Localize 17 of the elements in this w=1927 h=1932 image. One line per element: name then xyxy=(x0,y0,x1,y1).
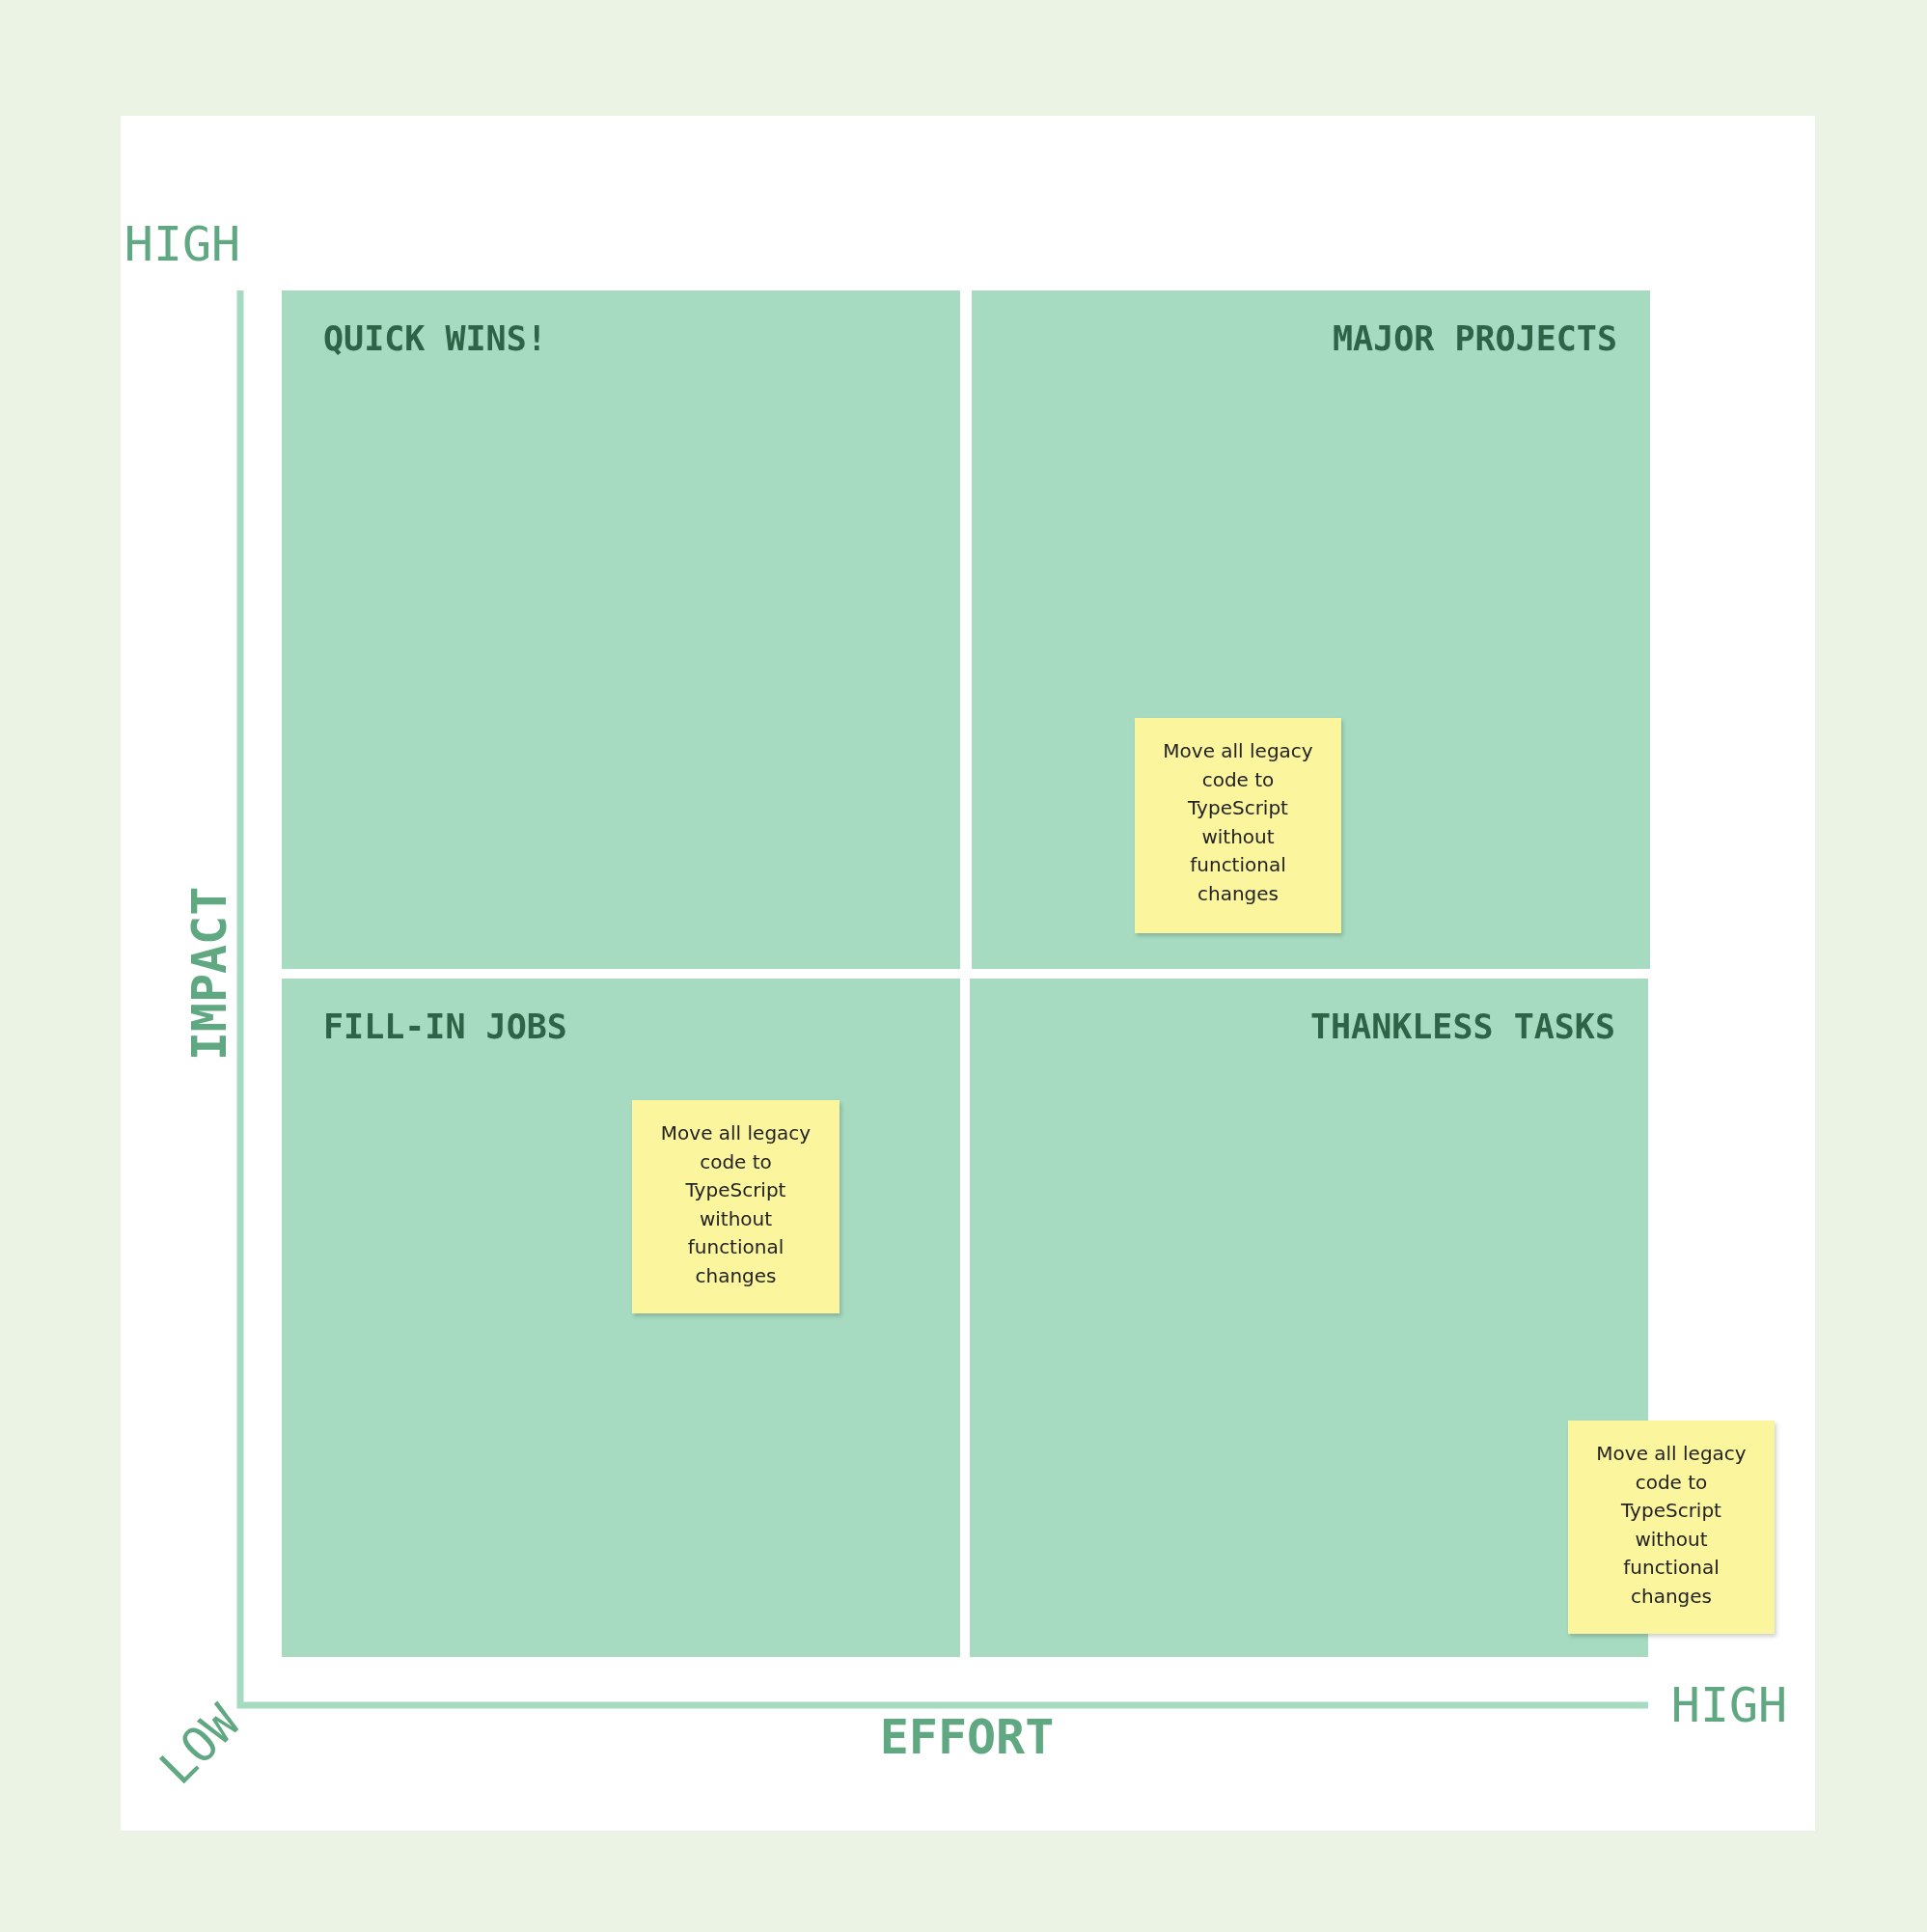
axis-value: HIGH xyxy=(124,220,241,268)
quadrant-title: FILL-IN JOBS xyxy=(323,1007,567,1046)
quadrant-panel xyxy=(282,979,960,1657)
sticky-note xyxy=(632,1100,840,1313)
quadrant-panel xyxy=(972,290,1650,969)
axis-title: IMPACT xyxy=(185,886,234,1062)
axis-value: HIGH xyxy=(1670,1681,1788,1729)
note-text: Move all legacy code to TypeScript without functional changes xyxy=(1595,1441,1748,1610)
quadrant-title: MAJOR PROJECTS xyxy=(1333,319,1617,358)
quadrant-panel xyxy=(282,290,960,969)
sticky-note xyxy=(1135,718,1341,933)
sticky-note xyxy=(1568,1421,1775,1634)
note-text: Move all legacy code to TypeScript without functional changes xyxy=(1162,738,1314,907)
quadrant-title: THANKLESS TASKS xyxy=(1309,1007,1615,1046)
quadrant-title: QUICK WINS! xyxy=(323,319,547,358)
note-text: Move all legacy code to TypeScript without functional changes xyxy=(659,1120,812,1289)
axis-title: EFFORT xyxy=(879,1713,1055,1761)
